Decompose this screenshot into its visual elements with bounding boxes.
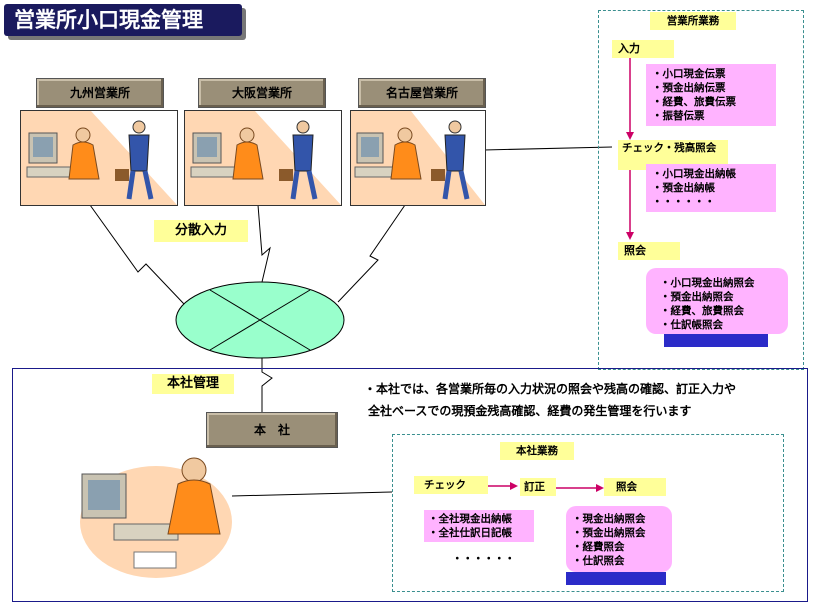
list-item: ・小口現金出納照会 <box>660 277 755 289</box>
list-item: ・現金出納照会 <box>572 513 646 525</box>
list-item: ・預金出納照会 <box>572 527 646 539</box>
office-inquiry-bar <box>664 334 768 347</box>
list-item: ・全社仕訳日記帳 <box>428 527 512 539</box>
office-inquiry-label: 照会 <box>618 242 680 260</box>
link-nagoya <box>337 204 406 303</box>
list-item: ・経費、旅費伝票 <box>652 96 736 108</box>
hq-business-panel <box>392 434 784 592</box>
list-item: ・経費、旅費照会 <box>660 305 744 317</box>
office-input-list: ・小口現金伝票 ・預金出納伝票 ・経費、旅費伝票 ・振替伝票 <box>646 64 776 126</box>
hq-inquiry-bar <box>566 572 666 585</box>
hq-panel-title: 本社業務 <box>500 442 574 460</box>
office-plate-nagoya: 名古屋営業所 <box>358 78 486 108</box>
list-item: ・・・・・・ <box>652 196 715 208</box>
hq-fix-label: 訂正 <box>520 478 556 496</box>
hq-right-list: ・現金出納照会 ・預金出納照会 ・経費照会 ・仕訳照会 <box>566 506 672 572</box>
hq-left-ellipsis: ・・・・・・ <box>452 553 515 565</box>
office-plate-osaka: 大阪営業所 <box>198 78 326 108</box>
office-plate-kyushu: 九州営業所 <box>36 78 164 108</box>
page-title: 営業所小口現金管理 <box>4 4 242 36</box>
link-osaka <box>257 204 271 283</box>
hq-management-label: 本社管理 <box>152 374 234 394</box>
hq-note-line1: ・本社では、各営業所毎の入力状況の照会や残高の確認、訂正入力や <box>364 382 737 396</box>
list-item: ・仕訳帳照会 <box>660 319 723 331</box>
list-item: ・経費照会 <box>572 541 625 553</box>
hq-note-line2: 全社ベースでの現預金残高確認、経費の発生管理を行います <box>368 404 692 418</box>
office-inquiry-list: ・小口現金出納照会 ・預金出納照会 ・経費、旅費照会 ・仕訳帳照会 <box>646 268 788 334</box>
list-item: ・小口現金伝票 <box>652 68 726 80</box>
office-illustration-kyushu <box>20 110 178 206</box>
office-business-panel <box>598 10 804 370</box>
hq-illustration <box>74 448 234 580</box>
list-item: ・振替伝票 <box>652 110 705 122</box>
link-hq <box>261 356 273 412</box>
distributed-input-label: 分散入力 <box>154 220 248 242</box>
office-illustration-osaka <box>184 110 342 206</box>
office-check-list: ・小口現金出納帳 ・預金出納帳 ・・・・・・ <box>646 164 776 212</box>
hq-check-label: チェック <box>414 476 488 494</box>
office-worker-icon <box>185 111 341 205</box>
list-item: ・小口現金出納帳 <box>652 168 736 180</box>
hq-left-list: ・全社現金出納帳 ・全社仕訳日記帳 <box>424 510 534 542</box>
link-kyushu <box>89 204 185 305</box>
office-illustration-nagoya <box>350 110 486 206</box>
hq-plate: 本 社 <box>206 412 338 448</box>
office-input-label: 入力 <box>612 40 674 58</box>
list-item: ・預金出納帳 <box>652 182 715 194</box>
link-hq-panel <box>231 491 393 497</box>
hq-worker-icon <box>80 457 232 578</box>
office-panel-title: 営業所業務 <box>650 12 736 30</box>
hq-frame <box>12 368 808 602</box>
hq-inquiry-label: 照会 <box>604 478 666 496</box>
list-item: ・預金出納伝票 <box>652 82 726 94</box>
list-item: ・全社現金出納帳 <box>428 513 512 525</box>
office-worker-icon <box>351 111 485 205</box>
office-worker-icon <box>21 111 177 205</box>
link-office-panel <box>483 146 613 151</box>
list-item: ・仕訳照会 <box>572 555 625 567</box>
list-item: ・預金出納照会 <box>660 291 734 303</box>
